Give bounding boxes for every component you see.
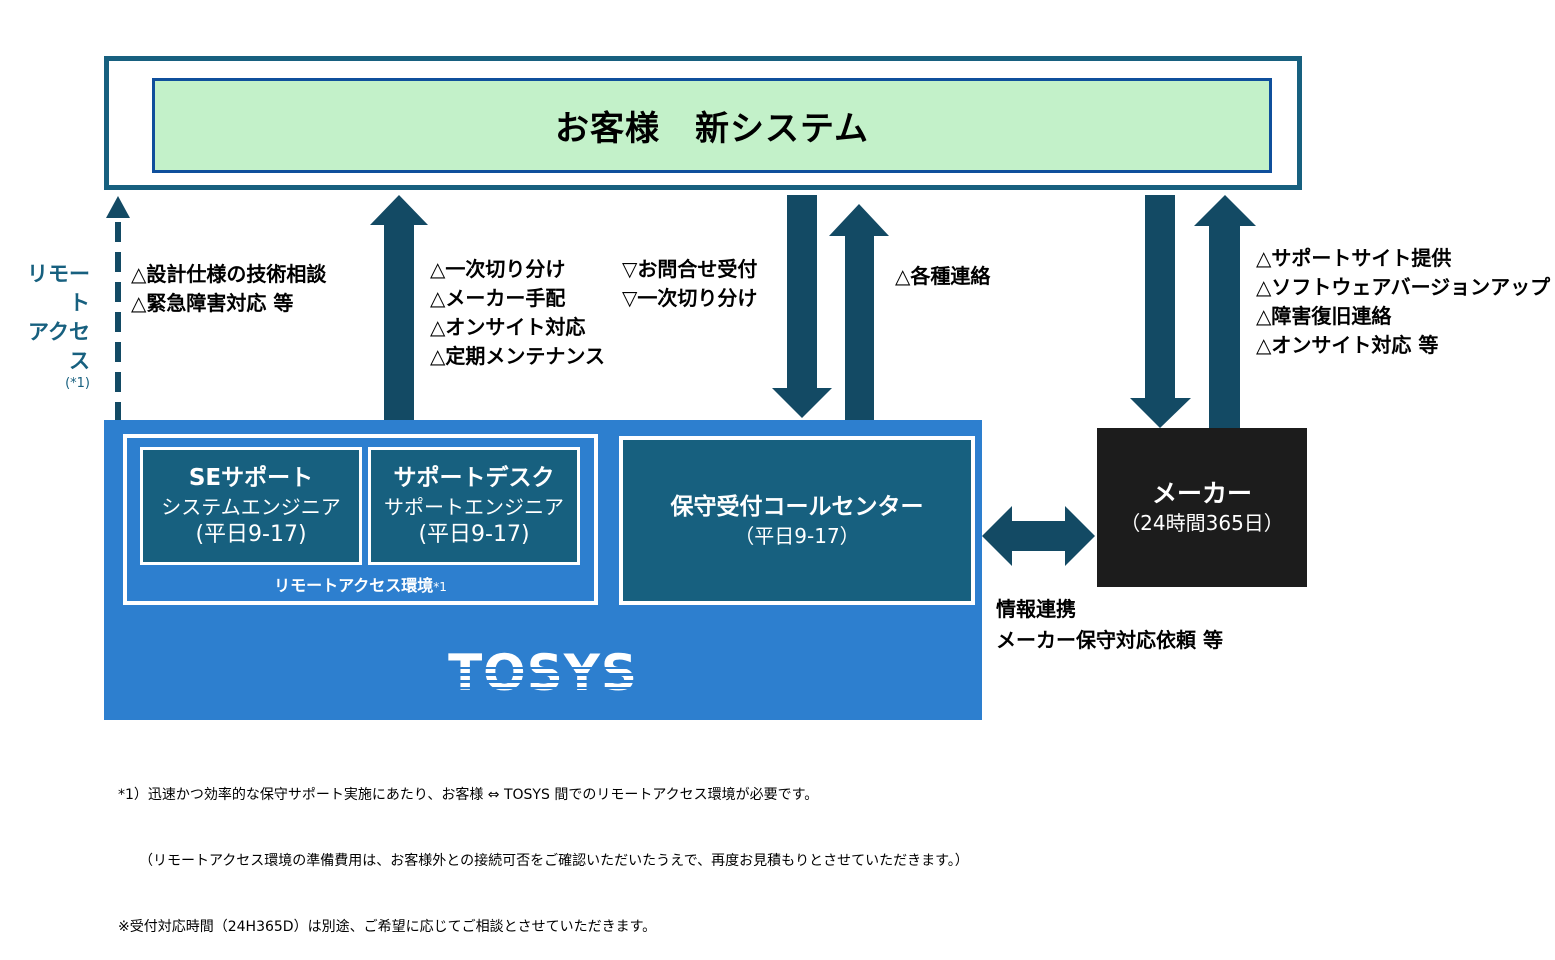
call-center-up-notes: △各種連絡 bbox=[895, 262, 990, 291]
call-center-down-notes: ▽お問合せ受付 ▽一次切り分け bbox=[622, 255, 757, 313]
maker-up-arrow bbox=[1194, 195, 1256, 437]
note-item: △定期メンテナンス bbox=[430, 344, 605, 368]
remote-env-label: リモートアクセス環境*1 bbox=[123, 572, 598, 596]
se-support-box: SEサポート システムエンジニア (平日9-17) bbox=[140, 447, 362, 565]
note-item: メーカー保守対応依頼 等 bbox=[996, 628, 1223, 652]
note-item: △オンサイト対応 等 bbox=[1256, 333, 1439, 357]
support-desk-hours: (平日9-17) bbox=[418, 522, 530, 547]
link-double-arrow bbox=[982, 506, 1095, 566]
customer-system-title: お客様 新システム bbox=[555, 109, 869, 149]
maker-hours: （24時間365日） bbox=[1120, 510, 1284, 535]
note-item: △緊急障害対応 等 bbox=[131, 291, 294, 315]
support-up-arrow bbox=[370, 195, 428, 420]
call-center-title: 保守受付コールセンター bbox=[670, 493, 924, 520]
support-desk-role: サポートエンジニア bbox=[384, 495, 564, 519]
tosys-logo-text: TOSYS bbox=[448, 644, 638, 694]
note-item: △サポートサイト提供 bbox=[1256, 246, 1452, 270]
note-item: ▽お問合せ受付 bbox=[622, 257, 758, 281]
support-desk-box: サポートデスク サポートエンジニア (平日9-17) bbox=[368, 447, 580, 565]
note-item: △オンサイト対応 bbox=[430, 315, 586, 339]
call-center-up-arrow bbox=[829, 204, 889, 420]
note-item: △ソフトウェアバージョンアップ bbox=[1256, 275, 1551, 299]
remote-access-footnote-ref: (*1) bbox=[65, 376, 90, 391]
remote-access-environment bbox=[123, 434, 598, 605]
link-notes: 情報連携 メーカー保守対応依頼 等 bbox=[996, 594, 1223, 656]
footnote-line: （リモートアクセス環境の準備費用は、お客様外との接続可否をご確認いただいたうえで… bbox=[118, 853, 969, 869]
note-item: △障害復旧連絡 bbox=[1256, 304, 1392, 328]
note-item: 情報連携 bbox=[996, 597, 1076, 621]
note-item: △設計仕様の技術相談 bbox=[131, 262, 327, 286]
remote-access-label: リモート アクセス (*1) bbox=[8, 260, 90, 392]
call-center-hours: （平日9-17） bbox=[734, 523, 860, 548]
support-desk-title: サポートデスク bbox=[393, 465, 555, 491]
se-support-title: SEサポート bbox=[188, 465, 314, 491]
maker-title: メーカー bbox=[1151, 478, 1252, 508]
note-item: ▽一次切り分け bbox=[622, 286, 758, 310]
support-desk-notes: △一次切り分け △メーカー手配 △オンサイト対応 △定期メンテナンス bbox=[430, 255, 605, 371]
maker-box: メーカー （24時間365日） bbox=[1097, 428, 1307, 587]
footnote-line: ※受付対応時間（24H365D）は別途、ご希望に応じてご相談とさせていただきます… bbox=[118, 919, 657, 935]
note-item: △各種連絡 bbox=[895, 264, 991, 288]
remote-access-arrow-head bbox=[106, 196, 130, 218]
remote-env-footnote-ref: *1 bbox=[433, 580, 447, 594]
note-item: △一次切り分け bbox=[430, 257, 566, 281]
maker-notes: △サポートサイト提供 △ソフトウェアバージョンアップ △障害復旧連絡 △オンサイ… bbox=[1256, 244, 1550, 360]
se-support-hours: (平日9-17) bbox=[195, 522, 307, 547]
remote-access-line2: アクセス bbox=[28, 320, 90, 373]
call-center-down-arrow bbox=[772, 195, 832, 418]
remote-env-label-text: リモートアクセス環境 bbox=[274, 576, 434, 595]
remote-access-dashed-line bbox=[115, 222, 121, 420]
maker-down-arrow bbox=[1130, 195, 1191, 428]
footnotes: *1）迅速かつ効率的な保守サポート実施にあたり、お客様 ⇔ TOSYS 間でのリ… bbox=[118, 740, 969, 960]
footnote-line: *1）迅速かつ効率的な保守サポート実施にあたり、お客様 ⇔ TOSYS 間でのリ… bbox=[118, 787, 819, 803]
note-item: △メーカー手配 bbox=[430, 286, 566, 310]
se-support-notes: △設計仕様の技術相談 △緊急障害対応 等 bbox=[131, 260, 326, 318]
remote-access-line1: リモート bbox=[27, 262, 90, 315]
tosys-logo: TOSYS bbox=[448, 644, 638, 694]
call-center-box: 保守受付コールセンター （平日9-17） bbox=[619, 436, 975, 605]
customer-system-box: お客様 新システム bbox=[152, 78, 1272, 173]
se-support-role: システムエンジニア bbox=[161, 495, 341, 519]
